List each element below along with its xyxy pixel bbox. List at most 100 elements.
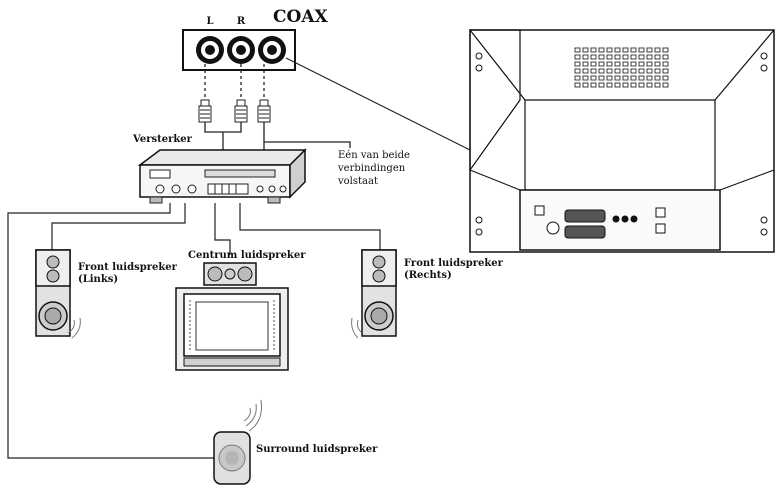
vent-slot (598, 61, 605, 67)
front-right-label-1: Front luidspreker (404, 258, 504, 269)
jack-label-coax: COAX (273, 7, 329, 27)
vent-slot (598, 82, 605, 88)
vent-slot (606, 61, 613, 67)
speaker-wires (7, 203, 381, 459)
center-tv (175, 287, 289, 371)
vent-slot (574, 61, 581, 67)
jack-coax (258, 36, 286, 64)
vent-slot (606, 47, 613, 53)
vent-slot (622, 68, 629, 74)
vent-slot (630, 68, 637, 74)
vent-slot (590, 47, 597, 53)
vent-slot (598, 47, 605, 53)
jack-label-left: L (206, 16, 213, 27)
vent-slot (582, 68, 589, 74)
vent-slot (574, 68, 581, 74)
vent-slot (614, 61, 621, 67)
surround-label: Surround luidspreker (256, 444, 378, 455)
vent-slot (582, 61, 589, 67)
vent-slot (574, 82, 581, 88)
vent-slot (582, 82, 589, 88)
vent-slot (582, 75, 589, 81)
vent-slot (622, 54, 629, 60)
vent-slot (614, 75, 621, 81)
note-line-3: volstaat (337, 176, 378, 187)
front-left-label-1: Front luidspreker (78, 262, 178, 273)
vent-slot (630, 54, 637, 60)
jack-label-right: R (237, 16, 246, 27)
vent-slot (638, 82, 645, 88)
vent-slot (646, 82, 653, 88)
front-right-speaker (351, 249, 397, 339)
vent-slot (646, 68, 653, 74)
vent-slot (662, 54, 669, 60)
vent-slot (614, 47, 621, 53)
scart-connector-2 (564, 225, 606, 239)
vent-slot (590, 82, 597, 88)
rca-plug-left (198, 99, 212, 123)
vent-slot (654, 82, 661, 88)
vent-slot (662, 75, 669, 81)
surround-speaker (213, 399, 262, 485)
vent-slot (598, 75, 605, 81)
center-speaker (203, 262, 257, 293)
vent-slot (654, 54, 661, 60)
vent-slot (630, 47, 637, 53)
amplifier (137, 148, 307, 204)
vent-slot (646, 54, 653, 60)
tv-vent-grille (574, 47, 669, 88)
vent-slot (590, 54, 597, 60)
tv-rear (469, 29, 775, 253)
vent-slot (574, 47, 581, 53)
vent-slot (654, 61, 661, 67)
vent-slot (606, 68, 613, 74)
front-right-label-2: (Rechts) (404, 270, 452, 281)
vent-slot (606, 54, 613, 60)
vent-slot (582, 54, 589, 60)
vent-slot (622, 75, 629, 81)
vent-slot (590, 61, 597, 67)
vent-slot (646, 47, 653, 53)
note-line-2: verbindingen (337, 163, 406, 174)
vent-slot (622, 82, 629, 88)
vent-slot (662, 47, 669, 53)
vent-slot (654, 68, 661, 74)
vent-slot (638, 61, 645, 67)
cable-joins (204, 122, 351, 150)
front-left-speaker (35, 249, 81, 339)
vent-slot (646, 75, 653, 81)
rca-plug-right (234, 99, 248, 123)
vent-slot (646, 61, 653, 67)
vent-slot (654, 75, 661, 81)
vent-slot (638, 75, 645, 81)
vent-slot (638, 47, 645, 53)
vent-slot (622, 61, 629, 67)
vent-slot (606, 82, 613, 88)
vent-slot (662, 82, 669, 88)
vent-slot (630, 75, 637, 81)
vent-slot (614, 54, 621, 60)
vent-slot (662, 68, 669, 74)
vent-slot (614, 68, 621, 74)
vent-slot (662, 61, 669, 67)
vent-slot (638, 68, 645, 74)
note-line-1: Eén van beide (338, 150, 410, 161)
vent-slot (614, 82, 621, 88)
vent-slot (654, 47, 661, 53)
jack-right (227, 36, 255, 64)
vent-slot (622, 47, 629, 53)
vent-slot (590, 68, 597, 74)
jack-panel (182, 29, 296, 71)
front-left-label-2: (Links) (78, 274, 118, 285)
center-label: Centrum luidspreker (188, 250, 306, 261)
vent-slot (598, 54, 605, 60)
rca-cables (204, 64, 265, 100)
jack-left (196, 36, 224, 64)
vent-slot (638, 54, 645, 60)
scart-connector-1 (564, 209, 606, 223)
vent-slot (590, 75, 597, 81)
vent-slot (630, 82, 637, 88)
vent-slot (582, 47, 589, 53)
